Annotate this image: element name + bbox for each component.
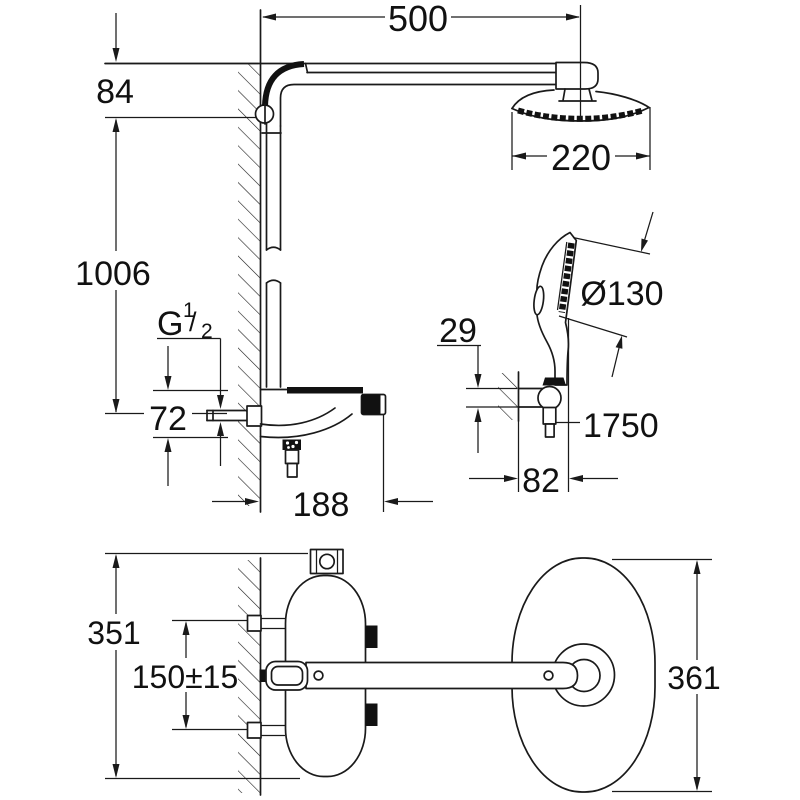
shower-arm-top-view [259,660,579,691]
hand-shower-inner-line [556,241,568,311]
arm-screw-right [543,670,554,681]
dome-top-left [511,89,555,110]
dim-text-1750: 1750 [583,407,659,445]
dimension-head-diameter: 220 [511,107,651,178]
arrow-diagonal-icon [615,335,623,349]
dimension-holder-projection: 82 [469,318,618,500]
dimension-connection-spacing: 150±15 [132,619,247,731]
wall-hatch [238,560,260,793]
union-flange [246,405,263,427]
dim-text-dia130: Ø130 [580,275,663,313]
dimension-head-length: 361 [612,558,721,793]
control-knob-top [365,625,378,648]
hand-shower-assembly [498,231,578,438]
wall-anchor-nub [259,669,267,682]
arrow-right-icon [504,475,518,482]
arm-wall-union-inner [270,665,304,686]
thread-label-den: 2 [201,320,213,343]
dim-text-82: 82 [522,462,560,500]
arrow-down-icon [164,376,172,390]
arrow-down-icon [112,48,120,62]
riser-pipe-section [318,553,336,570]
hose-nut [544,423,555,438]
dim-text-351: 351 [87,615,140,651]
pipe-break-top [265,246,282,251]
valve-top-trim [287,387,363,394]
head-connector-cap [555,61,599,90]
arrow-right-icon [636,152,650,160]
arrow-right-icon [245,498,259,505]
dim-text-188: 188 [293,486,350,524]
top-view: 351 150±15 [87,548,721,796]
holder-ball-joint [537,385,562,411]
head-shower-side [511,5,650,122]
arrow-left-icon [569,475,583,482]
head-shower-top-view [511,557,656,793]
arm-bend-bold-arc [262,61,305,107]
dimension-hand-shower-diameter: Ø130 [558,211,664,378]
valve-inner-line [259,407,336,427]
thread-label-slash: / [189,307,197,337]
dimension-inlet-thread: G 1 / 2 [157,299,224,466]
valve-bottom-outline [259,413,353,439]
thread-label-num: 1 [183,299,195,322]
thermostat-valve-side [259,387,387,478]
arrow-diagonal-icon [641,238,648,252]
dim-text-29: 29 [439,312,477,350]
dimension-valve-height: 72 [149,346,228,486]
arrow-up-icon [474,408,482,422]
arrow-right-icon [566,13,580,21]
control-knob-bottom [365,703,378,726]
spray-mode-button [533,285,545,316]
holder-wall-hatch [498,373,519,420]
dimension-arm-projection: 500 [262,0,580,39]
arrow-down-icon [112,399,120,413]
arrow-down-icon [693,777,701,791]
wall-side-view [238,9,262,513]
dim-text-84: 84 [96,73,134,111]
arm-bottom-line [279,83,558,127]
arrow-down-icon [112,764,120,778]
arm-bar [305,661,579,690]
thread-label-G: G [157,305,183,343]
arrow-left-icon [384,498,398,505]
dim-text-1006: 1006 [75,255,151,293]
wall-top-view [238,557,262,796]
dome-top-right [595,90,650,109]
arrow-down-icon [217,395,224,409]
dim-text-150: 150±15 [132,659,239,695]
arrow-down-icon [474,374,482,388]
dimension-arm-drop-and-riser: 84 1006 [75,13,258,415]
control-knob [361,394,381,415]
arrow-up-icon [164,438,172,452]
dim-text-500: 500 [388,0,448,39]
side-view: 500 84 1006 G 1 / 2 [75,0,663,524]
arrow-left-icon [262,13,276,21]
hose-connector [542,406,557,425]
dimension-holder-height: 29 [437,312,520,453]
hose-outlet-fitting [282,439,301,478]
arrow-left-icon [512,152,526,160]
shower-arm [104,61,599,127]
dimension-hose-length: 1750 [556,407,659,445]
arrow-up-icon [217,422,224,436]
inlet-union [206,405,263,427]
wall-hatch [238,64,260,506]
arm-screw-left [313,670,324,681]
dimension-total-height: 351 [87,552,308,780]
dimension-valve-depth: 188 [212,415,433,524]
handle-end [542,377,566,386]
wall-connection-top [246,614,262,632]
wall-connection-bottom [246,721,262,739]
dim-text-220: 220 [551,137,611,178]
dim-text-361: 361 [667,660,720,696]
arrow-down-icon [182,715,190,729]
pipe-break-bottom [265,279,282,284]
dim-text-72: 72 [149,400,187,438]
hand-shower-spray-face [558,242,575,313]
